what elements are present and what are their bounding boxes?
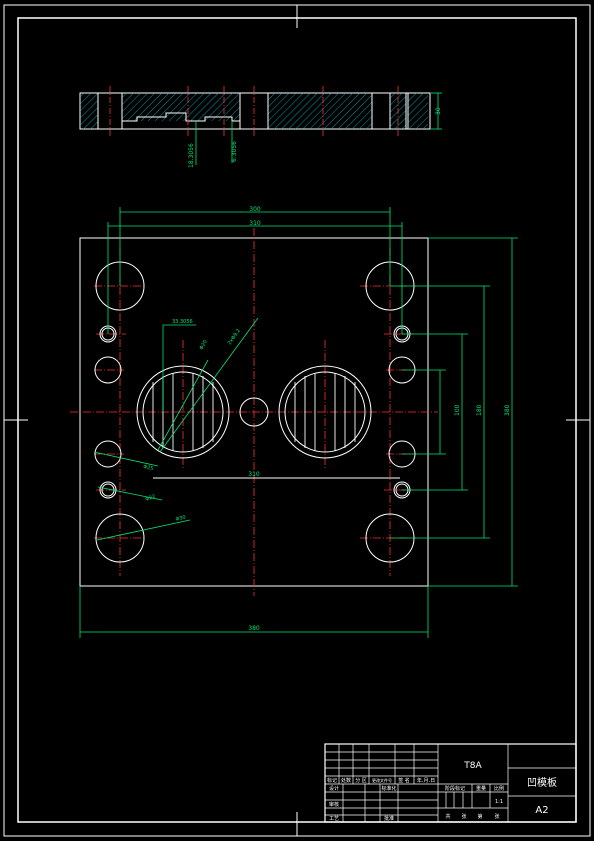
tb-weight: 重量 bbox=[476, 785, 486, 792]
tb-change-doc: 更改文件号 bbox=[372, 777, 392, 783]
sheet-outer-border bbox=[3, 4, 591, 837]
material-label: T8A bbox=[463, 761, 482, 771]
section-dim-b: 6.3056 bbox=[231, 141, 238, 162]
title-block: T8A 凹模板 A2 标记 处数 分 区 更改文件号 签 名 年.月.日 设计 … bbox=[324, 743, 577, 823]
dim-right-1: 100 bbox=[454, 404, 461, 416]
tb-zone: 分 区 bbox=[355, 777, 367, 784]
tb-sign: 签 名 bbox=[398, 777, 410, 784]
tb-count: 处数 bbox=[341, 777, 351, 784]
section-height-dim: 30 bbox=[435, 107, 442, 115]
dim-right-3: 380 bbox=[504, 404, 511, 416]
tb-design: 设计 bbox=[329, 785, 339, 792]
tb-standardize: 标准化 bbox=[381, 785, 396, 792]
tb-sheet-suffix: 张 bbox=[494, 813, 499, 820]
tb-process: 工艺 bbox=[329, 816, 339, 822]
tb-sheet-no: 第 bbox=[477, 813, 482, 820]
diam-label-3: Φ25 bbox=[143, 464, 154, 472]
dim-right-2: 180 bbox=[476, 404, 483, 416]
diam-label-5: Φ30 bbox=[175, 514, 187, 522]
dim-center: 310 bbox=[248, 471, 260, 478]
tb-mark: 标记 bbox=[327, 777, 337, 784]
sheet-inner-border bbox=[17, 17, 577, 823]
dim-bottom: 380 bbox=[248, 625, 260, 632]
dim-hole-offset: 33.3056 bbox=[172, 319, 193, 325]
part-name-label: 凹模板 bbox=[527, 776, 557, 789]
sheet-size-label: A2 bbox=[535, 805, 548, 816]
dim-top-inner: 310 bbox=[249, 220, 261, 227]
diam-label-1: Φ20 bbox=[199, 339, 209, 351]
tb-sheets-total: 共 bbox=[445, 813, 450, 820]
tb-date: 年.月.日 bbox=[417, 777, 435, 784]
section-dim-a: 18.3056 bbox=[188, 143, 195, 168]
tb-review: 审核 bbox=[329, 801, 339, 808]
diam-label-4: Φ22 bbox=[145, 494, 157, 503]
tb-stage-mark: 阶段标记 bbox=[445, 785, 465, 792]
tb-sheet: 张 bbox=[461, 813, 466, 820]
tb-scale-value: 1:1 bbox=[495, 799, 503, 805]
section-view: 30 18.3056 6.3056 bbox=[79, 86, 442, 168]
plan-view: 300 310 380 310 100 180 380 33.3056 Φ20 … bbox=[70, 206, 518, 638]
centering-marks bbox=[4, 5, 590, 836]
tb-approve: 批准 bbox=[384, 815, 394, 822]
tb-ratio: 比例 bbox=[494, 785, 504, 792]
dim-top-outer: 300 bbox=[249, 206, 261, 213]
